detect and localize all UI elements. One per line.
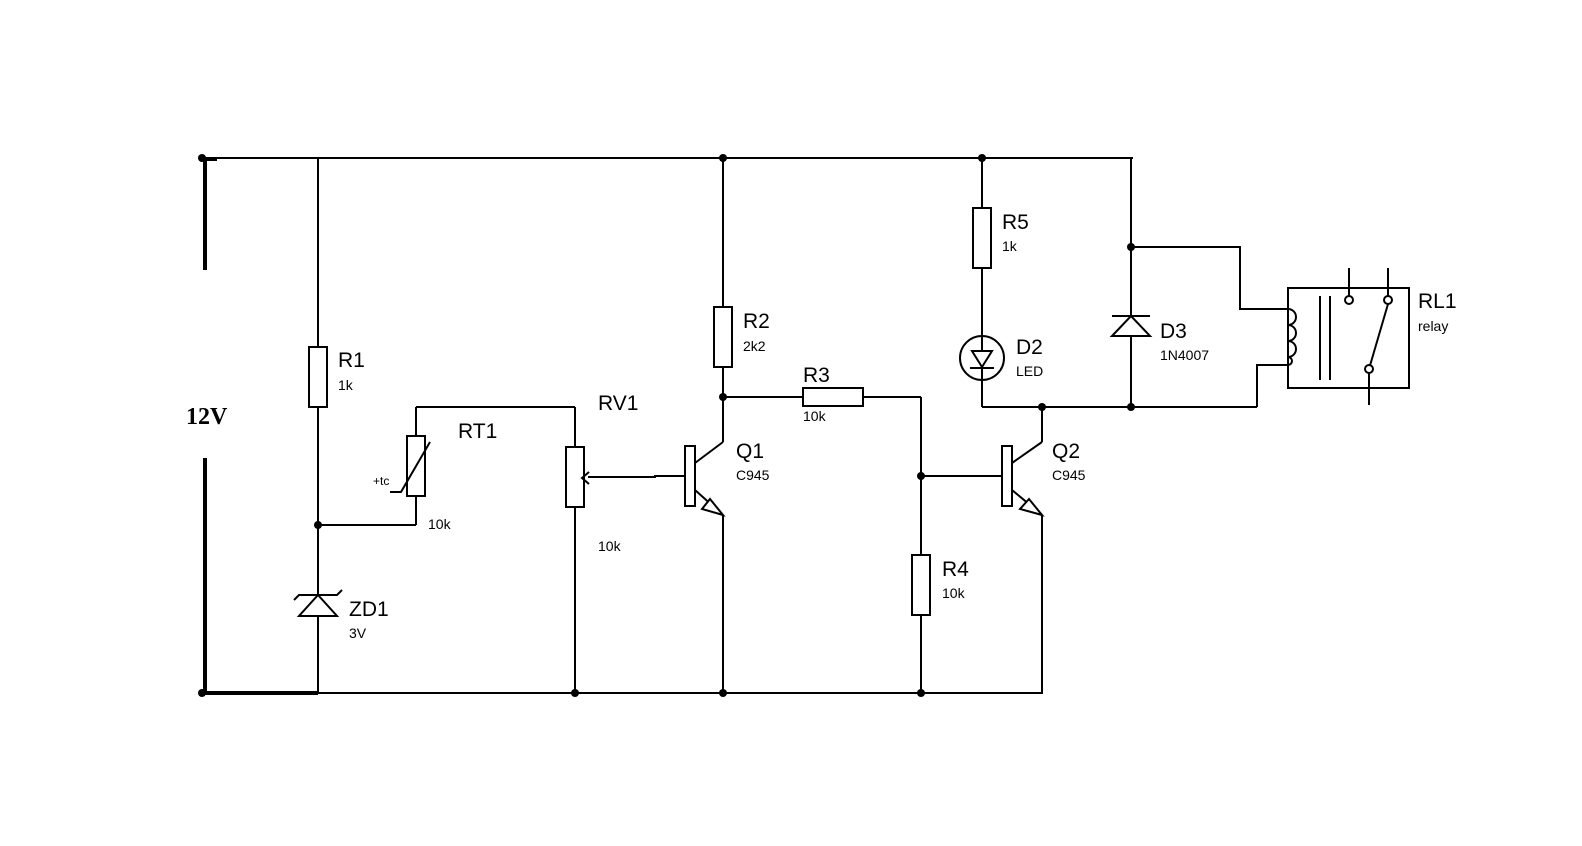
- supply-wiring: [203, 157, 1133, 695]
- relay-rl1-symbol: [1287, 268, 1410, 405]
- rt1-ref-label: RT1: [458, 420, 497, 443]
- rt1-value-label: 10k: [428, 516, 452, 532]
- rv1-wiring: [574, 407, 685, 693]
- resistor-r3-body: [802, 387, 864, 407]
- r2-ref-label: R2: [743, 310, 770, 333]
- r5-d2-wiring: [981, 158, 1257, 408]
- zener-diode-zd1-symbol: [293, 589, 343, 617]
- r1-zd1-wiring: [317, 158, 416, 693]
- q2-wiring: [920, 397, 1043, 693]
- d2-ref-label: D2: [1016, 336, 1043, 359]
- resistor-r2-body: [713, 306, 733, 368]
- potentiometer-rv1-body: [565, 446, 585, 508]
- q1-value-label: C945: [736, 467, 770, 483]
- q2-ref-label: Q2: [1052, 440, 1080, 463]
- r3-value-label: 10k: [803, 408, 827, 424]
- potentiometer-rv1-wiper-arrow: [580, 471, 590, 485]
- resistor-r1-body: [308, 346, 328, 408]
- r2-value-label: 2k2: [743, 338, 766, 354]
- d2-value-label: LED: [1016, 363, 1043, 379]
- r4-ref-label: R4: [942, 558, 969, 581]
- d3-relay-wiring: [1130, 158, 1288, 407]
- r1-value-label: 1k: [338, 377, 354, 393]
- r3-ref-label: R3: [803, 364, 830, 387]
- d3-value-label: 1N4007: [1160, 347, 1209, 363]
- q1-ref-label: Q1: [736, 440, 764, 463]
- resistor-r4-body: [911, 554, 931, 616]
- d3-ref-label: D3: [1160, 320, 1187, 343]
- resistor-r5-body: [972, 207, 992, 269]
- thermistor-rt1-tc-line: [390, 441, 431, 493]
- q2-value-label: C945: [1052, 467, 1086, 483]
- supply-voltage-label: 12V: [186, 404, 228, 430]
- rv1-value-label: 10k: [598, 538, 622, 554]
- zd1-value-label: 3V: [349, 625, 367, 641]
- rv1-ref-label: RV1: [598, 392, 638, 415]
- r4-value-label: 10k: [942, 585, 966, 601]
- rt1-tc-label: +tc: [373, 474, 389, 488]
- transistor-q2-symbol: [1001, 441, 1045, 517]
- led-d2-symbol: [959, 335, 1005, 381]
- r1-ref-label: R1: [338, 349, 365, 372]
- zd1-ref-label: ZD1: [349, 598, 389, 621]
- junction-dots: [198, 154, 1135, 697]
- rl1-ref-label: RL1: [1418, 290, 1457, 313]
- r5-ref-label: R5: [1002, 211, 1029, 234]
- r5-value-label: 1k: [1002, 238, 1018, 254]
- transistor-q1-symbol: [684, 441, 726, 517]
- rl1-value-label: relay: [1418, 318, 1448, 334]
- diode-d3-symbol: [1109, 314, 1153, 337]
- rt1-wiring: [415, 406, 575, 525]
- q1-wiring: [722, 158, 921, 693]
